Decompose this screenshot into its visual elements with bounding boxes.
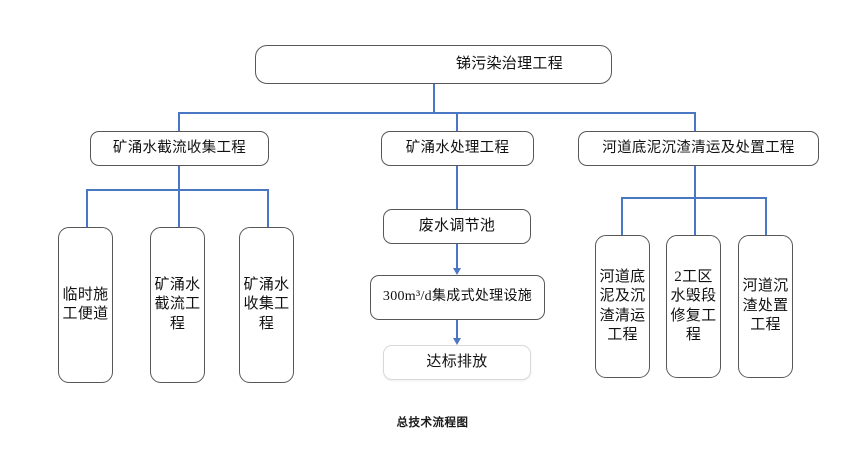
node-root-label: 锑污染治理工程: [455, 55, 563, 72]
connector-branch1-bar: [86, 189, 269, 191]
node-water-collection[interactable]: 矿涌水收集工程: [239, 227, 294, 383]
node-branch-treatment-label: 矿涌水处理工程: [405, 139, 510, 156]
node-branch-dredging[interactable]: 河道底泥沉渣清运及处置工程: [578, 131, 819, 166]
connector-branch3-leaf-2: [694, 197, 696, 236]
connector-branch3-leaf-3: [765, 197, 767, 236]
node-water-interception[interactable]: 矿涌水截流工程: [150, 227, 205, 383]
connector-branch1-stem: [178, 166, 180, 190]
arrow-step2-to-step3: [453, 338, 461, 345]
connector-drop-branch-2: [456, 112, 458, 132]
connector-branch3-bar: [621, 197, 766, 199]
node-flood-damage-repair-label: 2工区水毁段修复工程: [670, 268, 717, 344]
connector-branch3-stem: [694, 166, 696, 198]
node-integrated-treatment-facility[interactable]: 300m³/d集成式处理设施: [370, 275, 545, 320]
node-branch-collection[interactable]: 矿涌水截流收集工程: [90, 131, 269, 166]
node-compliant-discharge-label: 达标排放: [426, 353, 488, 370]
node-temporary-access-road[interactable]: 临时施工便道: [58, 227, 113, 383]
node-sediment-disposal-label: 河道沉渣处置工程: [742, 278, 789, 334]
node-wastewater-regulation-tank[interactable]: 废水调节池: [383, 209, 531, 244]
node-integrated-treatment-facility-label: 300m³/d集成式处理设施: [382, 289, 533, 305]
node-wastewater-regulation-tank-label: 废水调节池: [418, 217, 496, 234]
connector-branch1-leaf-1: [86, 189, 88, 228]
node-sediment-disposal[interactable]: 河道沉渣处置工程: [738, 235, 793, 378]
connector-drop-branch-3: [694, 112, 696, 132]
node-root-project[interactable]: 锑污染治理工程: [255, 45, 612, 84]
connector-branch2-to-step1: [456, 166, 458, 209]
connector-root-stem: [433, 84, 435, 113]
node-flood-damage-repair[interactable]: 2工区水毁段修复工程: [666, 235, 721, 378]
node-sediment-removal-label: 河道底泥及沉渣清运工程: [599, 268, 646, 344]
node-water-interception-label: 矿涌水截流工程: [154, 276, 201, 332]
connector-branch3-leaf-1: [621, 197, 623, 236]
node-sediment-removal[interactable]: 河道底泥及沉渣清运工程: [595, 235, 650, 378]
node-branch-dredging-label: 河道底泥沉渣清运及处置工程: [602, 139, 795, 156]
node-water-collection-label: 矿涌水收集工程: [243, 276, 290, 332]
arrow-step1-to-step2: [453, 268, 461, 275]
connector-branch1-leaf-2: [178, 189, 180, 228]
connector-step1-to-step2: [456, 244, 458, 269]
connector-drop-branch-1: [178, 112, 180, 132]
node-temporary-access-road-label: 临时施工便道: [62, 286, 109, 323]
figure-caption: 总技术流程图: [396, 415, 469, 429]
node-branch-collection-label: 矿涌水截流收集工程: [112, 139, 247, 156]
node-branch-treatment[interactable]: 矿涌水处理工程: [381, 131, 534, 166]
node-compliant-discharge[interactable]: 达标排放: [383, 345, 531, 380]
connector-main-bar: [178, 112, 695, 114]
connector-step2-to-step3: [456, 320, 458, 339]
connector-branch1-leaf-3: [267, 189, 269, 228]
